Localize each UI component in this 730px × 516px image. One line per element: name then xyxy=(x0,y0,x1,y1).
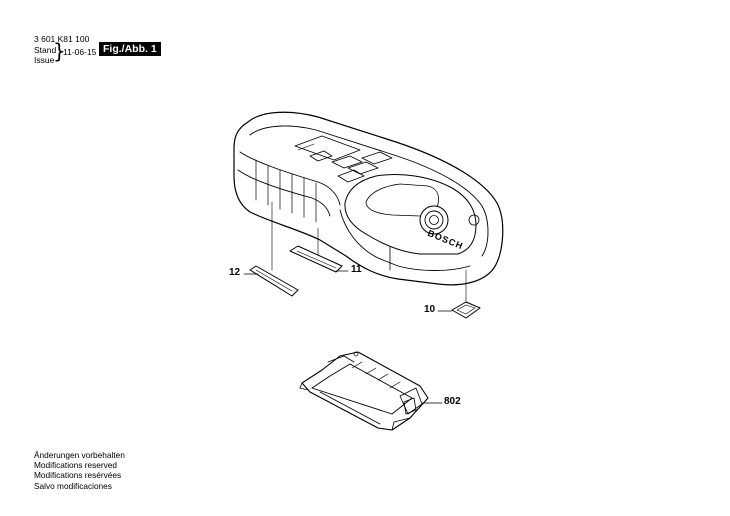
detector-housing xyxy=(233,111,504,286)
part-10-pad xyxy=(451,301,481,319)
footer-notes: Änderungen vorbehalten Modifications res… xyxy=(34,450,125,491)
battery-compartment xyxy=(299,351,429,431)
part-number: 3 601 K81 100 xyxy=(34,34,90,44)
callout-11: 11 xyxy=(351,264,362,275)
footer-line-de: Änderungen vorbehalten xyxy=(34,450,125,460)
callout-802: 802 xyxy=(444,396,461,407)
footer-line-en: Modifications reserved xyxy=(34,460,118,471)
footer-line-es: Salvo modificaciones xyxy=(34,480,112,491)
callout-12: 12 xyxy=(229,267,241,278)
issue-label: Issue xyxy=(34,55,55,65)
issue-date: 11-06-15 xyxy=(63,47,97,57)
callout-10: 10 xyxy=(424,304,436,315)
figure-label: Fig./Abb. 1 xyxy=(99,42,161,56)
stand-label: Stand xyxy=(34,45,57,55)
footer-line-fr: Modifications resérvées xyxy=(34,470,122,481)
stand-issue-labels: Stand Issue xyxy=(34,45,56,65)
brace-symbol: } xyxy=(53,39,66,63)
